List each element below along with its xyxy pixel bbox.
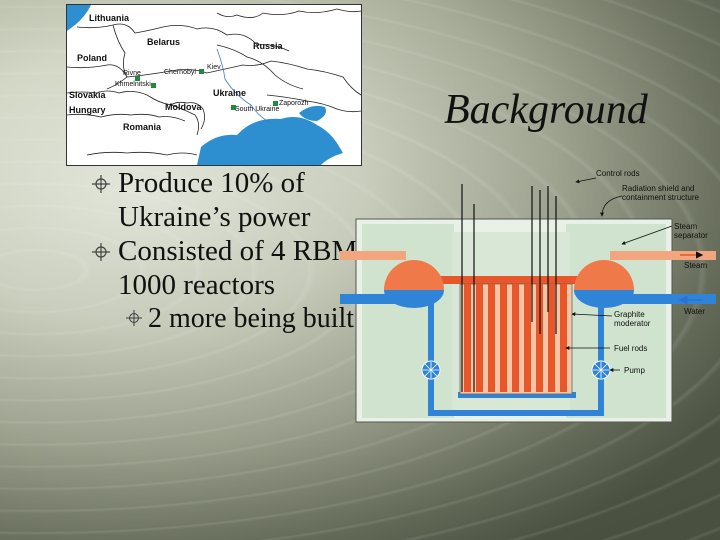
steam-lines — [340, 251, 716, 284]
map-label-khmelnitski: Khmelnitski — [115, 81, 151, 88]
map-label-rivne: Rivne — [123, 70, 141, 77]
label-graphite-moderator: Graphite moderator — [614, 310, 651, 328]
map-label-chernobyl: Chernobyl — [164, 69, 196, 76]
pump-left — [421, 360, 441, 380]
map-marker-zaporozh — [273, 101, 278, 106]
steam-separator-left — [384, 260, 444, 308]
map-baltic-sea — [67, 5, 91, 31]
map-label-zaporozh: Zaporozh — [279, 100, 309, 107]
label-steam: Steam — [684, 261, 707, 270]
reactor-core — [459, 283, 573, 395]
map-marker-khmelnitski — [151, 83, 156, 88]
map-label-romania: Romania — [123, 122, 162, 132]
map-label-belarus: Belarus — [147, 37, 180, 47]
map-marker-rivne — [135, 76, 140, 81]
steam-separator-right — [574, 260, 634, 308]
map-black-sea — [197, 117, 343, 165]
bullet-marker-icon — [92, 175, 110, 193]
label-fuel-rods: Fuel rods — [614, 344, 647, 353]
leader-lines — [565, 177, 673, 372]
rbmk-reactor-diagram: Control rods Radiation shield and contai… — [340, 169, 716, 423]
sub-bullet-marker-icon — [126, 310, 142, 326]
slide-title: Background — [444, 87, 648, 133]
label-pump: Pump — [624, 366, 645, 375]
label-control-rods: Control rods — [596, 169, 640, 178]
sub-bullet-text: 2 more being built — [148, 303, 355, 334]
map-label-slovakia: Slovakia — [69, 90, 107, 100]
bullet-item: Produce 10% of Ukraine’s power — [92, 166, 392, 234]
label-steam-separator-wrap: Steam separator — [674, 222, 708, 240]
label-radiation-shield-wrap: Radiation shield and containment structu… — [622, 184, 699, 202]
label-water: Water — [684, 307, 705, 316]
map-azov-sea — [299, 105, 326, 121]
map-marker-chernobyl — [199, 69, 204, 74]
label-graphite-moderator-wrap: Graphite moderator — [614, 310, 651, 328]
map-marker-south-ukraine — [231, 105, 236, 110]
map-borders — [67, 8, 361, 156]
map-label-moldova: Moldova — [165, 102, 202, 112]
bullet-text: Consisted of 4 RBMK 1000 reactors — [118, 235, 379, 301]
map-label-poland: Poland — [77, 53, 107, 63]
control-rods — [461, 184, 557, 392]
map-label-hungary: Hungary — [69, 105, 106, 115]
bullet-list: Produce 10% of Ukraine’s power Consisted… — [92, 166, 392, 336]
pump-right — [591, 360, 611, 380]
bullet-item: Consisted of 4 RBMK 1000 reactors — [92, 234, 392, 302]
sub-bullet-item: 2 more being built — [126, 302, 392, 336]
map-label-lithuania: Lithuania — [89, 13, 130, 23]
label-radiation-shield: Radiation shield and containment structu… — [622, 184, 699, 202]
map-label-south-ukraine: South Ukraine — [235, 106, 279, 113]
label-steam-separator: Steam separator — [674, 222, 708, 240]
map-label-ukraine: Ukraine — [213, 88, 246, 98]
map-label-russia: Russia — [253, 41, 284, 51]
flow-arrows — [678, 251, 704, 305]
bullet-text: Produce 10% of Ukraine’s power — [118, 167, 311, 233]
water-lines — [340, 294, 716, 416]
map-rivers — [216, 48, 272, 124]
bullet-marker-icon — [92, 243, 110, 261]
map-ukraine-region: Lithuania Belarus Russia Poland Slovakia… — [66, 4, 362, 166]
map-label-kiev: Kiev — [207, 64, 221, 71]
